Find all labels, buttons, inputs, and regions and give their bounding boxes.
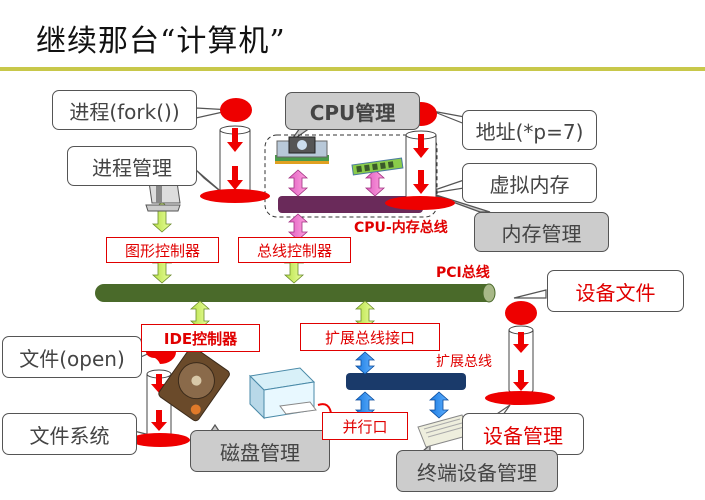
cpu-memory-region bbox=[264, 134, 438, 218]
callout-disk-mgmt-text: 磁盘管理 bbox=[220, 440, 300, 465]
pci-bus-end bbox=[482, 283, 496, 303]
ellipse-file-bottom bbox=[130, 433, 190, 447]
arrow-expbus-parallel bbox=[354, 391, 376, 419]
callout-device-mgmt: 设备管理 bbox=[462, 413, 584, 455]
cpu-icon bbox=[275, 136, 329, 164]
callout-cpu-mgmt-text: CPU管理 bbox=[309, 100, 396, 125]
callout-terminal-mgmt-text: 终端设备管理 bbox=[417, 460, 537, 485]
expansion-arrows bbox=[354, 351, 450, 419]
red-ellipses bbox=[130, 98, 555, 447]
ellipse-process-top bbox=[220, 98, 252, 122]
box-bus-controller-text: 总线控制器 bbox=[256, 241, 332, 260]
red-arrow-process-1 bbox=[227, 128, 243, 152]
label-expansion-bus: 扩展总线 bbox=[436, 354, 492, 370]
red-arrow-process-2 bbox=[227, 166, 243, 190]
callout-address: 地址(*p=7) bbox=[462, 110, 597, 150]
page-title: 继续那台“计算机” bbox=[36, 24, 286, 59]
box-expansion-interface: 扩展总线接口 bbox=[300, 323, 440, 351]
callout-file-system: 文件系统 bbox=[2, 413, 137, 455]
tail-device-file bbox=[513, 289, 547, 299]
callout-device-file-text: 设备文件 bbox=[575, 280, 656, 305]
title-divider bbox=[0, 67, 705, 71]
red-arrows bbox=[151, 128, 529, 431]
callout-process-fork-text: 进程(fork()) bbox=[69, 99, 180, 124]
label-cpu-memory-bus: CPU-内存总线 bbox=[354, 220, 448, 236]
arrow-pci-ide bbox=[189, 300, 211, 330]
cpu-memory-bus bbox=[278, 196, 423, 213]
ellipse-memory-bottom bbox=[385, 196, 455, 210]
arrow-expbus-keyboard bbox=[428, 391, 450, 419]
callout-process-fork: 进程(fork()) bbox=[52, 90, 197, 130]
callout-memory-mgmt-text: 内存管理 bbox=[501, 221, 582, 246]
ellipse-device-top bbox=[505, 301, 537, 325]
arrow-bus-buscontroller bbox=[287, 213, 309, 241]
box-bus-controller: 总线控制器 bbox=[238, 237, 351, 263]
printer-icon bbox=[248, 367, 317, 420]
box-parallel-port: 并行口 bbox=[322, 412, 408, 440]
callout-process-mgmt: 进程管理 bbox=[67, 146, 197, 186]
hard-disk-icon bbox=[158, 346, 230, 422]
label-pci-bus: PCI总线 bbox=[436, 265, 490, 281]
box-expansion-interface-text: 扩展总线接口 bbox=[324, 328, 415, 347]
callout-file-open-text: 文件(open) bbox=[19, 346, 125, 371]
red-arrow-device-2 bbox=[513, 370, 529, 391]
callout-cpu-mgmt: CPU管理 bbox=[285, 92, 420, 130]
pci-bus bbox=[95, 284, 495, 302]
box-graphics-controller-text: 图形控制器 bbox=[124, 241, 200, 260]
callout-disk-mgmt: 磁盘管理 bbox=[190, 430, 330, 472]
callout-virtual-memory-text: 虚拟内存 bbox=[489, 172, 570, 197]
red-arrow-device-1 bbox=[513, 332, 529, 353]
arrow-cpu-bus bbox=[287, 169, 309, 197]
arrow-interface-expbus bbox=[354, 351, 376, 375]
red-arrow-memory-2 bbox=[413, 170, 429, 194]
callout-terminal-mgmt: 终端设备管理 bbox=[396, 450, 558, 492]
box-graphics-controller: 图形控制器 bbox=[106, 237, 219, 263]
arrow-memory-bus bbox=[364, 169, 386, 197]
tail-process-mgmt bbox=[195, 169, 226, 196]
ellipse-device-bottom bbox=[485, 391, 555, 405]
box-ide-controller: IDE控制器 bbox=[141, 324, 260, 352]
cpu-mem-arrows bbox=[287, 169, 386, 241]
callout-file-system-text: 文件系统 bbox=[29, 423, 110, 448]
callout-virtual-memory: 虚拟内存 bbox=[462, 163, 597, 203]
callout-process-mgmt-text: 进程管理 bbox=[92, 155, 172, 180]
red-arrow-memory-1 bbox=[413, 134, 429, 158]
memory-icon bbox=[351, 157, 404, 176]
box-ide-controller-text: IDE控制器 bbox=[163, 329, 238, 348]
callout-memory-mgmt: 内存管理 bbox=[474, 212, 609, 252]
callout-device-file: 设备文件 bbox=[547, 270, 684, 312]
callout-address-text: 地址(*p=7) bbox=[475, 119, 584, 144]
expansion-bus bbox=[346, 373, 466, 390]
callout-file-open: 文件(open) bbox=[2, 336, 142, 378]
box-parallel-port-text: 并行口 bbox=[342, 417, 388, 436]
arrow-pci-expansion bbox=[354, 300, 376, 330]
callout-device-mgmt-text: 设备管理 bbox=[483, 423, 563, 448]
ellipse-process-bottom bbox=[200, 189, 270, 203]
red-arrow-file-2 bbox=[151, 410, 167, 431]
